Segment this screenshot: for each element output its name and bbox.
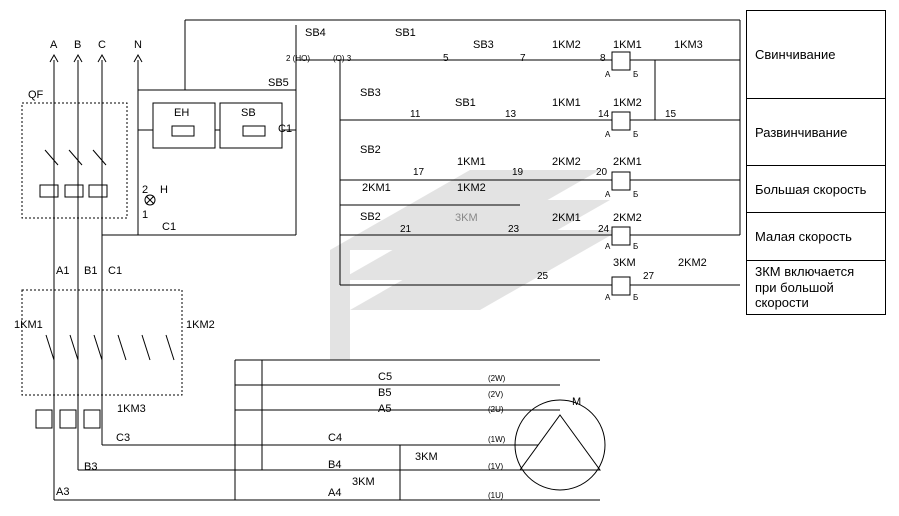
eh-label: EH — [174, 107, 190, 119]
legend-row-tightening: Свинчивание — [747, 11, 885, 99]
2km2-row5-label: 2KM2 — [678, 257, 707, 269]
3km-row4-label: 3KM — [455, 212, 478, 224]
wire-11: 11 — [410, 109, 421, 120]
1km1-contact-label: 1KM1 — [552, 97, 581, 109]
wire-20: 20 — [596, 167, 608, 178]
b5-label: B5 — [378, 387, 392, 399]
watermark-logo — [330, 170, 620, 360]
sb-label: SB — [241, 107, 256, 119]
c4-label: C4 — [328, 432, 343, 444]
h-label: H — [160, 184, 168, 196]
wire-24: 24 — [598, 224, 610, 235]
wire-25: 25 — [537, 271, 549, 282]
terminal-1w: (1W) — [488, 435, 506, 444]
coil-1km2-a: А — [605, 130, 611, 139]
1km2-coil-label: 1KM2 — [613, 97, 642, 109]
coil-2km1-a: А — [605, 190, 611, 199]
b4-label: B4 — [328, 459, 342, 471]
sb2-row4-label: SB2 — [360, 211, 381, 223]
1km2-row3b-label: 1KM2 — [457, 182, 486, 194]
legend-row-untightening: Развинчивание — [747, 99, 885, 166]
wire-19: 19 — [512, 167, 524, 178]
lamp-terminal-2: 2 — [142, 184, 149, 196]
1km1-label: 1KM1 — [14, 319, 43, 331]
sb1-row2-label: SB1 — [455, 97, 476, 109]
c1-bottom-label: C1 — [162, 221, 177, 233]
wire-15: 15 — [665, 109, 677, 120]
wire-8: 8 — [600, 53, 606, 64]
a4-label: A4 — [328, 487, 342, 499]
wire-27: 27 — [643, 271, 655, 282]
wire-13: 13 — [505, 109, 517, 120]
sb3-row2-label: SB3 — [360, 87, 381, 99]
coil-2km2-a: А — [605, 242, 611, 251]
terminal-2v: (2V) — [488, 390, 504, 399]
sb5-label: SB5 — [268, 77, 289, 89]
sb3-label: SB3 — [473, 39, 494, 51]
phase-c-label: C — [98, 39, 106, 51]
sb1-label: SB1 — [395, 27, 416, 39]
sb4-o-terminal: (О) 3 — [333, 54, 352, 63]
c1b-label: C1 — [108, 265, 123, 277]
sb4-label: SB4 — [305, 27, 326, 39]
legend-row-high-speed: Большая скорость — [747, 166, 885, 213]
coil-3km-a: А — [605, 293, 611, 302]
2km2-coil-label: 2KM2 — [613, 212, 642, 224]
legend-table: Свинчивание Развинчивание Большая скорос… — [746, 10, 886, 315]
sb4-ho-terminal: 2 (НО) — [286, 54, 310, 63]
coil-2km1-b: Б — [633, 190, 639, 199]
1km2-label: 1KM2 — [186, 319, 215, 331]
legend-row-3km-note: 3КМ включается при большой скорости — [755, 264, 855, 311]
2km1-row4-label: 2KM1 — [552, 212, 581, 224]
phase-a-label: A — [50, 39, 58, 51]
legend-row-low-speed: Малая скорость — [747, 213, 885, 261]
coil-1km1-b: Б — [633, 70, 639, 79]
1km3-contact-label: 1KM3 — [674, 39, 703, 51]
a5-label: A5 — [378, 403, 392, 415]
b1-label: B1 — [84, 265, 98, 277]
wire-17: 17 — [413, 167, 425, 178]
terminal-1v: (1V) — [488, 462, 504, 471]
3km-coil-label: 3KM — [613, 257, 636, 269]
phase-b-label: B — [74, 39, 82, 51]
1km1-coil-label: 1KM1 — [613, 39, 642, 51]
coil-2km2-b: Б — [633, 242, 639, 251]
sb2-label: SB2 — [360, 144, 381, 156]
c1-label: C1 — [278, 123, 293, 135]
c5-label: C5 — [378, 371, 393, 383]
1km1-row3-label: 1KM1 — [457, 156, 486, 168]
2km2-contact-label: 2KM2 — [552, 156, 581, 168]
wire-5: 5 — [443, 53, 449, 64]
3km-motor-label: 3KM — [415, 451, 438, 463]
terminal-2w: (2W) — [488, 374, 506, 383]
terminal-2u: (2U) — [488, 405, 504, 414]
wire-23: 23 — [508, 224, 520, 235]
3km-motor-label-2: 3KM — [352, 476, 375, 488]
motor-label: M — [572, 396, 582, 408]
lamp-terminal-1: 1 — [142, 209, 149, 221]
1km3-label: 1KM3 — [117, 403, 146, 415]
terminal-1u: (1U) — [488, 491, 504, 500]
wire-7: 7 — [520, 53, 526, 64]
c3-label: C3 — [116, 432, 131, 444]
neutral-label: N — [134, 39, 142, 51]
coil-1km2-b: Б — [633, 130, 639, 139]
qf-label: QF — [28, 89, 44, 101]
wire-21: 21 — [400, 224, 412, 235]
1km2-contact-label: 1KM2 — [552, 39, 581, 51]
coil-1km1-a: А — [605, 70, 611, 79]
2km1-row3b-label: 2KM1 — [362, 182, 391, 194]
2km1-coil-label: 2KM1 — [613, 156, 642, 168]
a1-label: A1 — [56, 265, 70, 277]
b3-label: B3 — [84, 461, 98, 473]
a3-label: A3 — [56, 486, 70, 498]
wire-14: 14 — [598, 109, 610, 120]
coil-3km-b: Б — [633, 293, 639, 302]
